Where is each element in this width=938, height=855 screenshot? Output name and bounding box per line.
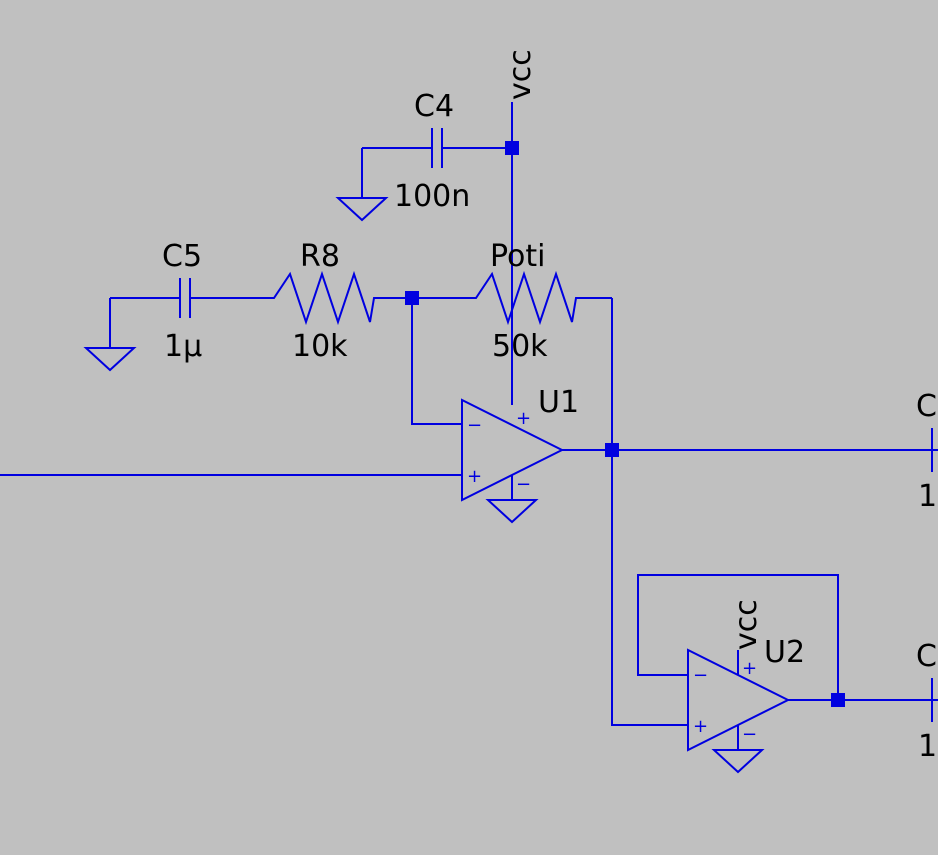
opamp-u2[interactable]: − + + − U2	[687, 635, 805, 752]
u1-minus-pin: −	[467, 415, 482, 436]
opamp-u1[interactable]: − + + − U1	[461, 385, 579, 502]
junction-vcc	[505, 141, 519, 155]
u2-ref: U2	[764, 635, 805, 670]
u2-plus-pin: +	[693, 716, 708, 737]
right-cap-bottom-ref: C	[916, 639, 937, 674]
vcc-net-u2[interactable]: vcc	[729, 599, 764, 675]
vcc-label-top: vcc	[503, 49, 538, 100]
c5-ref: C5	[162, 239, 202, 274]
c5-value: 1μ	[164, 329, 202, 364]
u1-plus-pin: +	[467, 466, 482, 487]
right-cap-bottom-value: 1	[918, 729, 937, 764]
vcc-label-u2: vcc	[729, 599, 764, 650]
u2-minus-pin: −	[693, 665, 708, 686]
resistor-r8[interactable]: R8 10k	[270, 239, 412, 364]
potentiometer-poti[interactable]: Poti 50k	[412, 239, 612, 364]
wire-u2-feedback	[637, 574, 839, 700]
u2-vminus-pin: −	[742, 724, 757, 745]
u1-vplus-pin: +	[516, 408, 531, 429]
poti-value: 50k	[492, 329, 548, 364]
u1-vminus-pin: −	[516, 474, 531, 495]
poti-ref: Poti	[490, 239, 545, 274]
wire-to-u2-plus	[611, 450, 688, 726]
capacitor-c4[interactable]: C4 100n	[361, 89, 512, 214]
junction-u2-output	[831, 693, 845, 707]
right-cap-top-value: 1	[918, 479, 937, 514]
wire-feedback-u1	[411, 298, 462, 425]
capacitor-c5[interactable]: C5 1μ	[109, 239, 270, 364]
vcc-net-top[interactable]: vcc	[503, 49, 538, 148]
u1-ref: U1	[538, 385, 579, 420]
r8-value: 10k	[292, 329, 348, 364]
right-cap-top-ref: C	[916, 389, 937, 424]
ground-symbol-c4	[335, 197, 389, 222]
ground-symbol-u2	[711, 749, 765, 774]
r8-ref: R8	[300, 239, 340, 274]
ground-symbol-u1	[485, 499, 539, 524]
ground-symbol-c5	[83, 347, 137, 372]
u2-vplus-pin: +	[742, 658, 757, 679]
c4-value: 100n	[394, 179, 470, 214]
c4-ref: C4	[414, 89, 454, 124]
